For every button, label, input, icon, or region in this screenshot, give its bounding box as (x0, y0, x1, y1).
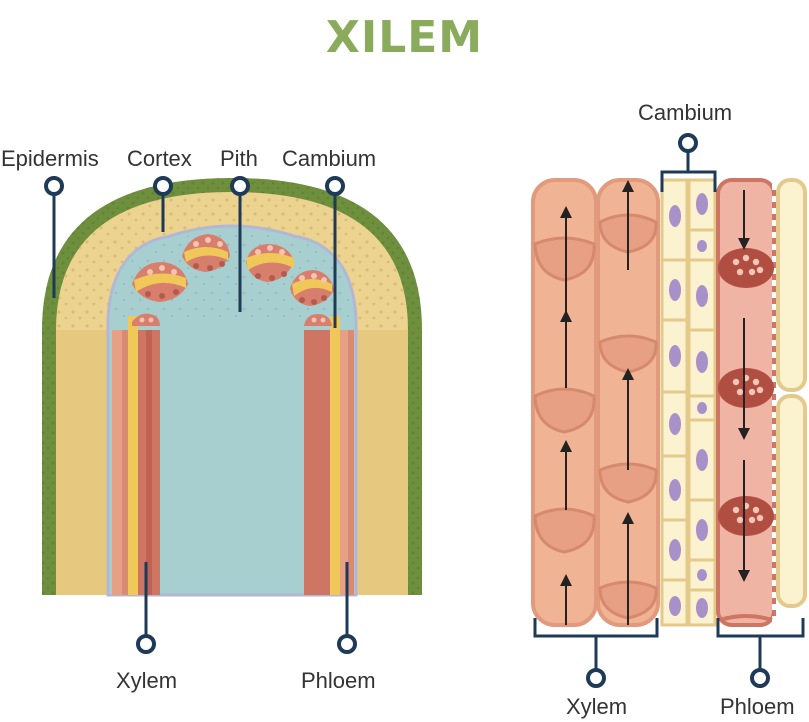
stem-pith (106, 224, 358, 597)
vascular-bundle (132, 262, 188, 302)
label-phloem-tissue: Phloem (720, 694, 795, 719)
label-cambium-stem: Cambium (282, 146, 377, 171)
phloem-sieve-tube (716, 178, 776, 627)
bracket-xylem (533, 618, 659, 688)
vascular-bundle (290, 270, 334, 306)
pointer-xylem-stem (136, 562, 156, 654)
pointer-epidermis (44, 176, 64, 298)
vascular-bundle (246, 244, 294, 282)
tissue-closeup (531, 178, 807, 627)
pointer-cortex (153, 176, 173, 232)
cambium-cells (660, 178, 717, 627)
stem-cross-section (42, 178, 422, 597)
bracket-cambium (660, 133, 717, 192)
xylem-vessel (596, 178, 660, 627)
pointer-pith (230, 176, 250, 312)
pointer-cambium (325, 176, 345, 328)
label-cambium-tissue: Cambium (638, 100, 733, 125)
vascular-bundle (182, 234, 230, 272)
label-cortex: Cortex (127, 146, 192, 171)
diagram-title: XILEM (325, 12, 484, 63)
xylem-vessel (531, 178, 598, 627)
label-pith: Pith (220, 146, 258, 171)
label-xylem-stem: Xylem (116, 668, 178, 693)
bracket-phloem (716, 618, 805, 688)
label-xylem-tissue: Xylem (566, 694, 628, 719)
companion-cells (776, 178, 807, 608)
label-epidermis: Epidermis (1, 146, 99, 171)
label-phloem-stem: Phloem (301, 668, 376, 693)
pointer-phloem-stem (337, 562, 357, 654)
